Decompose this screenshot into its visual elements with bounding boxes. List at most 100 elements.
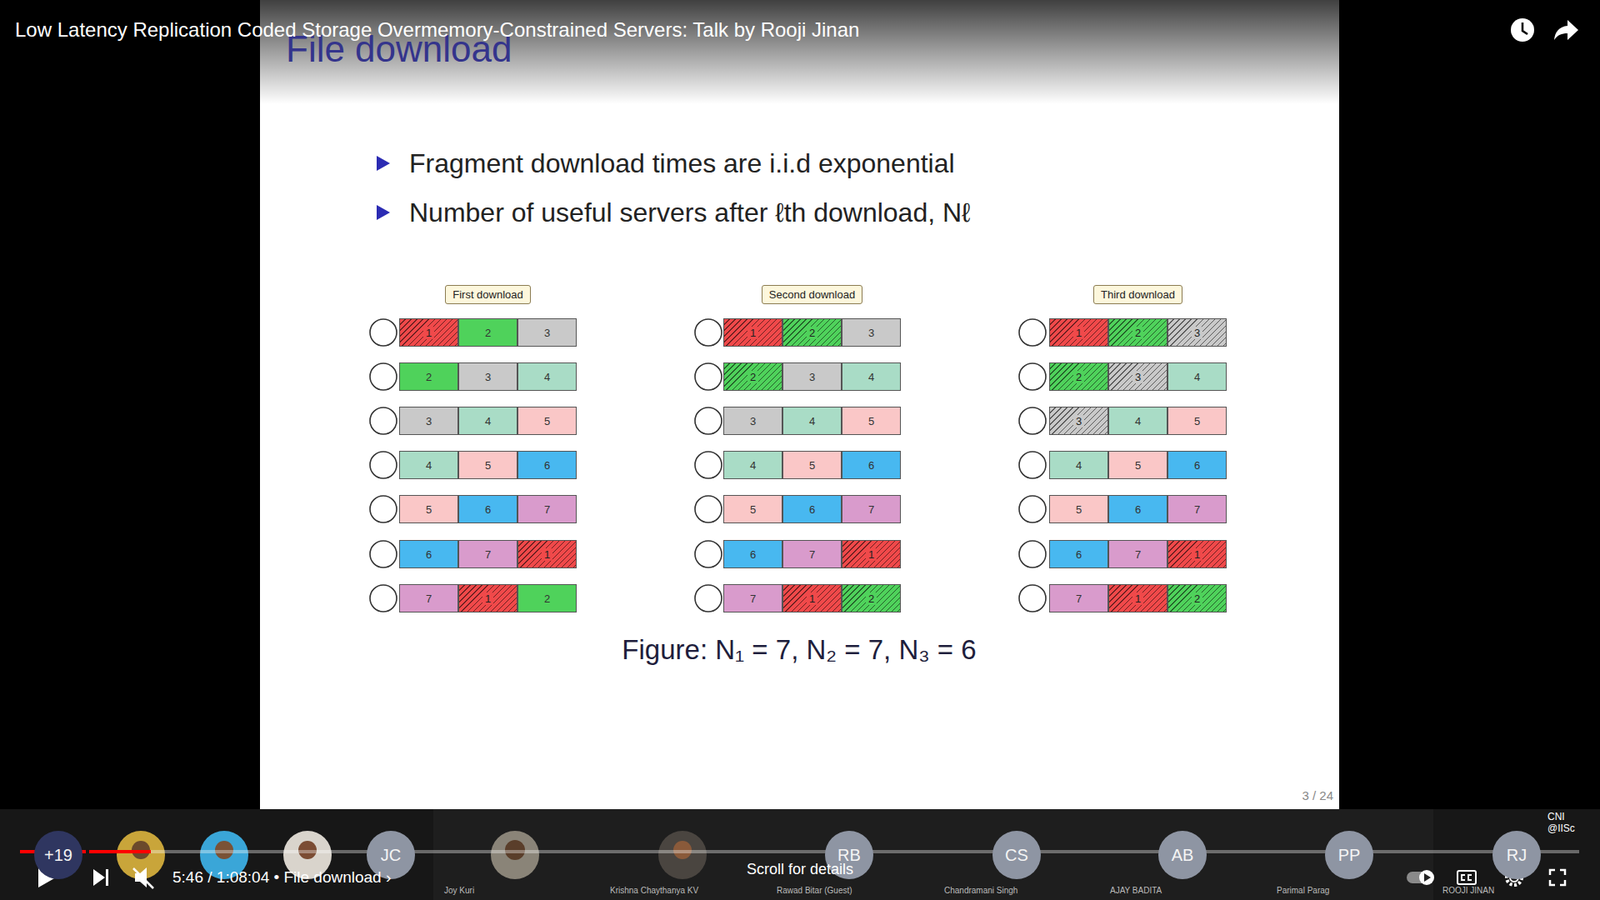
participant-name: ROOJI JINAN xyxy=(1442,885,1495,895)
bullet-marker xyxy=(376,205,390,220)
fragment-number: 4 xyxy=(1135,415,1141,428)
fragment-cell: 1 xyxy=(458,584,518,613)
fragment-cell: 7 xyxy=(517,495,577,524)
fragment-cell: 7 xyxy=(723,584,783,613)
fragment-cell: 4 xyxy=(1108,406,1168,435)
slide-ground xyxy=(260,0,1340,810)
fragment-cell: 4 xyxy=(782,406,842,435)
fragment-number: 4 xyxy=(485,415,491,428)
fragment-number: 5 xyxy=(544,415,550,428)
fragment-cell: 4 xyxy=(517,362,577,391)
fragment-cell: 6 xyxy=(782,495,842,524)
fragment-number: 4 xyxy=(1075,459,1082,472)
fragment-cell: 3 xyxy=(1167,318,1227,347)
server-circle xyxy=(695,495,722,523)
participant-avatar: AB xyxy=(1158,830,1207,880)
fragment-cell: 7 xyxy=(1049,584,1109,613)
server-circle xyxy=(1019,451,1046,479)
fragment-cell: 2 xyxy=(782,318,842,347)
server-circle xyxy=(370,495,397,523)
fragment-cell: 6 xyxy=(458,495,518,524)
server-circle xyxy=(1019,407,1046,435)
fragment-cell: 2 xyxy=(1108,318,1168,347)
server-circle xyxy=(1019,319,1046,346)
fragment-number: 3 xyxy=(1191,326,1203,340)
fragment-number: 3 xyxy=(485,370,491,384)
download-tag: Third download xyxy=(1093,285,1183,305)
share-icon xyxy=(1554,20,1579,40)
fragment-cell: 7 xyxy=(458,540,518,569)
fragment-number: 7 xyxy=(868,503,875,516)
fragment-cell: 7 xyxy=(841,495,901,524)
fragment-cell: 1 xyxy=(1167,540,1227,569)
fragment-number: 1 xyxy=(423,326,435,340)
fragment-cell: 3 xyxy=(399,406,459,435)
fragment-number: 1 xyxy=(865,548,877,561)
fragment-number: 4 xyxy=(544,370,550,384)
fragment-number: 2 xyxy=(485,326,491,340)
participant-photo xyxy=(490,830,540,880)
fragment-cell: 5 xyxy=(1049,495,1109,524)
fragment-number: 5 xyxy=(1194,415,1200,428)
fragment-cell: 4 xyxy=(1049,450,1109,480)
fragment-number: 3 xyxy=(425,415,432,428)
fragment-number: 2 xyxy=(806,326,818,340)
fragment-number: 4 xyxy=(809,415,815,428)
participant-photo xyxy=(658,830,707,880)
participant-photo xyxy=(116,830,165,880)
fragment-cell: 6 xyxy=(841,450,901,480)
avatar-initials: CS xyxy=(1005,845,1029,865)
figure-caption: Figure: N₁ = 7, N₂ = 7, N₃ = 6 xyxy=(621,634,976,666)
fragment-number: 5 xyxy=(485,459,491,472)
watch-later-icon xyxy=(1510,18,1535,42)
fragment-cell: 4 xyxy=(841,362,901,391)
captions-icon xyxy=(1461,875,1472,880)
next-icon xyxy=(105,869,109,886)
participant-name: AJAY BADITA xyxy=(1110,885,1162,895)
fragment-number: 7 xyxy=(809,548,815,561)
fragment-cell: 3 xyxy=(723,406,783,435)
fragment-number: 5 xyxy=(425,503,432,516)
fragment-cell: 2 xyxy=(399,362,459,391)
avatar-initials: AB xyxy=(1171,845,1195,865)
fragment-number: 4 xyxy=(868,370,875,384)
fragment-number: 2 xyxy=(1073,370,1085,384)
server-circle xyxy=(1019,540,1046,568)
fragment-cell: 2 xyxy=(723,362,783,391)
server-circle xyxy=(695,451,722,479)
fragment-cell: 5 xyxy=(782,450,842,480)
fragment-number: 1 xyxy=(1132,592,1144,605)
next-icon xyxy=(93,869,105,886)
participant-name: Chandramani Singh xyxy=(944,885,1018,895)
time-chapter: 5:46 / 1:08:04 • File download › xyxy=(172,868,391,887)
fragment-number: 1 xyxy=(747,326,759,340)
fragment-number: 5 xyxy=(1135,459,1141,472)
fragment-cell: 7 xyxy=(1108,540,1168,569)
server-circle xyxy=(1019,495,1046,523)
fragment-cell: 7 xyxy=(1167,495,1227,524)
fragment-cell: 1 xyxy=(1049,318,1109,347)
server-circle xyxy=(695,585,722,612)
download-tag: Second download xyxy=(761,285,863,305)
server-circle xyxy=(695,540,722,568)
fragment-cell: 6 xyxy=(517,450,577,480)
server-circle xyxy=(695,407,722,435)
fullscreen-icon xyxy=(1550,870,1565,885)
fragment-number: 6 xyxy=(544,459,550,472)
fragment-cell: 3 xyxy=(1049,406,1109,435)
participant-name: Rawad Bitar (Guest) xyxy=(776,885,853,895)
fragment-number: 7 xyxy=(485,548,491,561)
fragment-cell: 4 xyxy=(1167,362,1227,391)
fragment-number: 2 xyxy=(425,370,432,384)
autoplay-toggle xyxy=(1419,870,1435,885)
video-title: Low Latency Replication Coded Storage Ov… xyxy=(15,18,860,42)
fragment-cell: 3 xyxy=(1108,362,1168,391)
participant-name: Joy Kuri xyxy=(444,885,475,895)
fragment-number: 1 xyxy=(1073,326,1085,340)
fragment-number: 7 xyxy=(1135,548,1141,561)
participant-avatar: CS xyxy=(992,830,1041,880)
fragment-number: 2 xyxy=(1191,592,1203,605)
fragment-number: 6 xyxy=(1194,459,1200,472)
fragment-number: 6 xyxy=(485,503,491,516)
